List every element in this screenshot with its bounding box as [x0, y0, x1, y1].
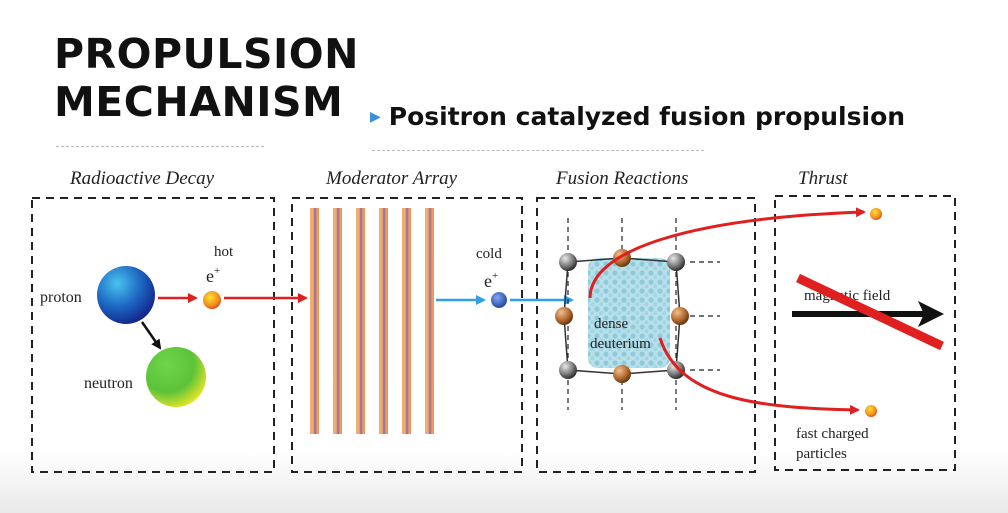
decay-arrow — [140, 321, 162, 350]
moderator-rod — [310, 208, 319, 434]
neutron-label: neutron — [84, 375, 133, 392]
magnetic-field-strike — [796, 273, 944, 351]
title-divider-left — [56, 146, 264, 147]
lower-fast-particle — [865, 405, 877, 417]
deuterium-label: deuterium — [590, 336, 651, 352]
lattice-atom-gray — [667, 253, 685, 271]
hot-positron-e: e — [206, 266, 214, 286]
dense-deuterium-cloud — [588, 258, 670, 368]
slide-title: PROPULSION MECHANISM — [54, 30, 359, 126]
title-line-1: PROPULSION — [54, 30, 359, 78]
lattice-atom-brown — [555, 307, 573, 325]
lower-particle-trajectory — [658, 337, 860, 415]
stage-box-fusion-reactions — [536, 197, 756, 473]
stage-label-radioactive-decay: Radioactive Decay — [70, 168, 215, 189]
moderator-rod — [379, 208, 388, 434]
fast-charged-label: fast charged — [796, 426, 869, 442]
dense-label: dense — [594, 316, 628, 332]
hot-label: hot — [214, 244, 234, 260]
particles-label: particles — [796, 446, 847, 462]
stage-label-thrust: Thrust — [798, 168, 848, 189]
subtitle-text: Positron catalyzed fusion propulsion — [388, 102, 906, 131]
stage-box-thrust — [774, 195, 956, 471]
upper-particle-trajectory — [588, 207, 866, 299]
stage-label-moderator-array: Moderator Array — [326, 168, 458, 189]
moderator-rod — [402, 208, 411, 434]
triangle-bullet-icon: ▶ — [370, 109, 381, 125]
upper-fast-particle — [870, 208, 882, 220]
title-line-2: MECHANISM — [54, 78, 344, 126]
hot-positron — [203, 291, 221, 309]
moderator-rod — [356, 208, 365, 434]
cold-positron-e: e — [484, 271, 492, 291]
stage-box-moderator-array — [291, 197, 523, 473]
lattice-atom-brown — [671, 307, 689, 325]
cold-positron-symbol: e+ — [484, 270, 498, 291]
moderator-rod — [425, 208, 434, 434]
cold-positron — [491, 292, 507, 308]
lattice-atom-brown — [613, 365, 631, 383]
proton-label: proton — [40, 289, 82, 306]
moderator-rods — [310, 208, 434, 434]
hot-positron-plus: + — [214, 265, 220, 277]
lattice-atom-gray — [667, 361, 685, 379]
stage-label-fusion-reactions: Fusion Reactions — [556, 168, 689, 189]
lattice-atom-gray — [559, 253, 577, 271]
stage-box-radioactive-decay — [31, 197, 275, 473]
hot-positron-symbol: e+ — [206, 265, 220, 286]
slide-subtitle: ▶ Positron catalyzed fusion propulsion — [370, 102, 905, 131]
lattice-atom-gray — [559, 361, 577, 379]
cold-label: cold — [476, 246, 502, 262]
title-divider-right — [372, 150, 704, 151]
moderator-rod — [333, 208, 342, 434]
neutron-sphere — [146, 347, 206, 407]
proton-sphere — [97, 266, 155, 324]
cold-positron-plus: + — [492, 270, 498, 282]
